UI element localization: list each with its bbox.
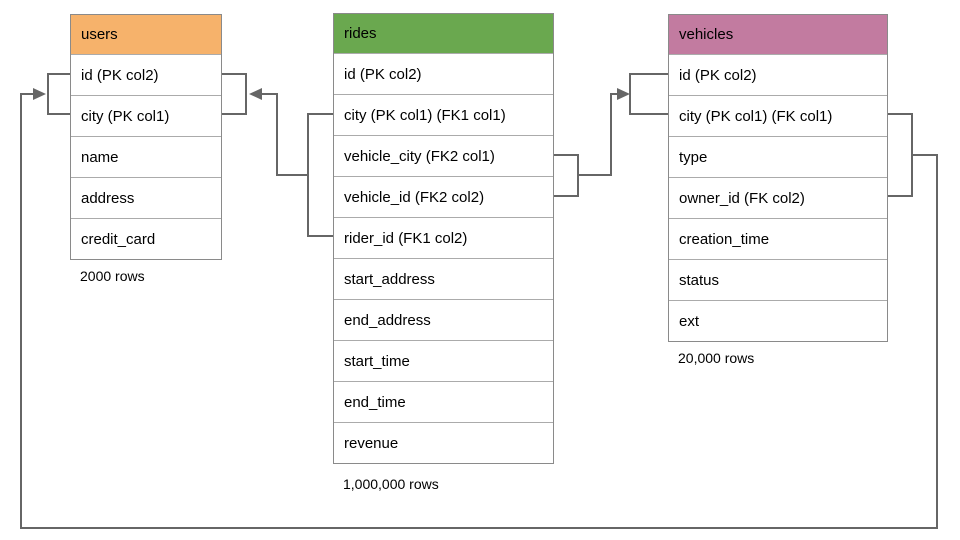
- rides-column-revenue: revenue: [334, 422, 553, 463]
- rides-to-vehicles-arrowhead: [617, 88, 630, 100]
- table-users-title: users: [71, 15, 221, 54]
- rides-column-city: city (PK col1) (FK1 col1): [334, 94, 553, 135]
- vehicles-column-status: status: [669, 259, 887, 300]
- users-column-address: address: [71, 177, 221, 218]
- rides-column-rider-id: rider_id (FK1 col2): [334, 217, 553, 258]
- users-column-city: city (PK col1): [71, 95, 221, 136]
- users-right-pk-bracket: [222, 73, 247, 115]
- rides-to-users-arrowhead: [249, 88, 262, 100]
- users-column-credit-card: credit_card: [71, 218, 221, 259]
- rides-column-start-time: start_time: [334, 340, 553, 381]
- rides-column-vehicle-city: vehicle_city (FK2 col1): [334, 135, 553, 176]
- users-left-pk-bracket: [47, 73, 70, 115]
- vehicles-column-id: id (PK col2): [669, 54, 887, 95]
- vehicles-to-users-connector-line: [20, 93, 938, 529]
- rides-column-vehicle-id: vehicle_id (FK2 col2): [334, 176, 553, 217]
- users-column-id: id (PK col2): [71, 54, 221, 95]
- users-row-count-label: 2000 rows: [80, 268, 145, 284]
- vehicles-left-pk-bracket: [629, 73, 668, 115]
- rides-column-id: id (PK col2): [334, 53, 553, 94]
- vehicles-column-city: city (PK col1) (FK col1): [669, 95, 887, 136]
- rides-row-count-label: 1,000,000 rows: [343, 476, 439, 492]
- table-vehicles: vehicles id (PK col2) city (PK col1) (FK…: [668, 14, 888, 342]
- vehicles-to-users-arrowhead: [33, 88, 46, 100]
- vehicles-row-count-label: 20,000 rows: [678, 350, 755, 366]
- table-users: users id (PK col2) city (PK col1) name a…: [70, 14, 222, 260]
- rides-column-end-address: end_address: [334, 299, 553, 340]
- rides-left-fk-bracket: [307, 113, 333, 237]
- rides-to-users-connector-line: [262, 93, 308, 176]
- table-rides: rides id (PK col2) city (PK col1) (FK1 c…: [333, 13, 554, 464]
- table-rides-title: rides: [334, 14, 553, 53]
- rides-column-start-address: start_address: [334, 258, 553, 299]
- table-vehicles-title: vehicles: [669, 15, 887, 54]
- rides-column-end-time: end_time: [334, 381, 553, 422]
- relationship-vehicles-to-users: [20, 73, 938, 529]
- relationship-rides-to-users: [222, 73, 333, 237]
- vehicles-column-owner-id: owner_id (FK col2): [669, 177, 887, 218]
- users-column-name: name: [71, 136, 221, 177]
- rides-to-vehicles-connector-line: [578, 93, 618, 176]
- vehicles-right-fk-bracket: [888, 113, 913, 197]
- vehicles-column-type: type: [669, 136, 887, 177]
- vehicles-column-creation-time: creation_time: [669, 218, 887, 259]
- relationship-rides-to-vehicles: [554, 73, 668, 197]
- vehicles-column-ext: ext: [669, 300, 887, 341]
- rides-right-fk-bracket: [554, 154, 579, 197]
